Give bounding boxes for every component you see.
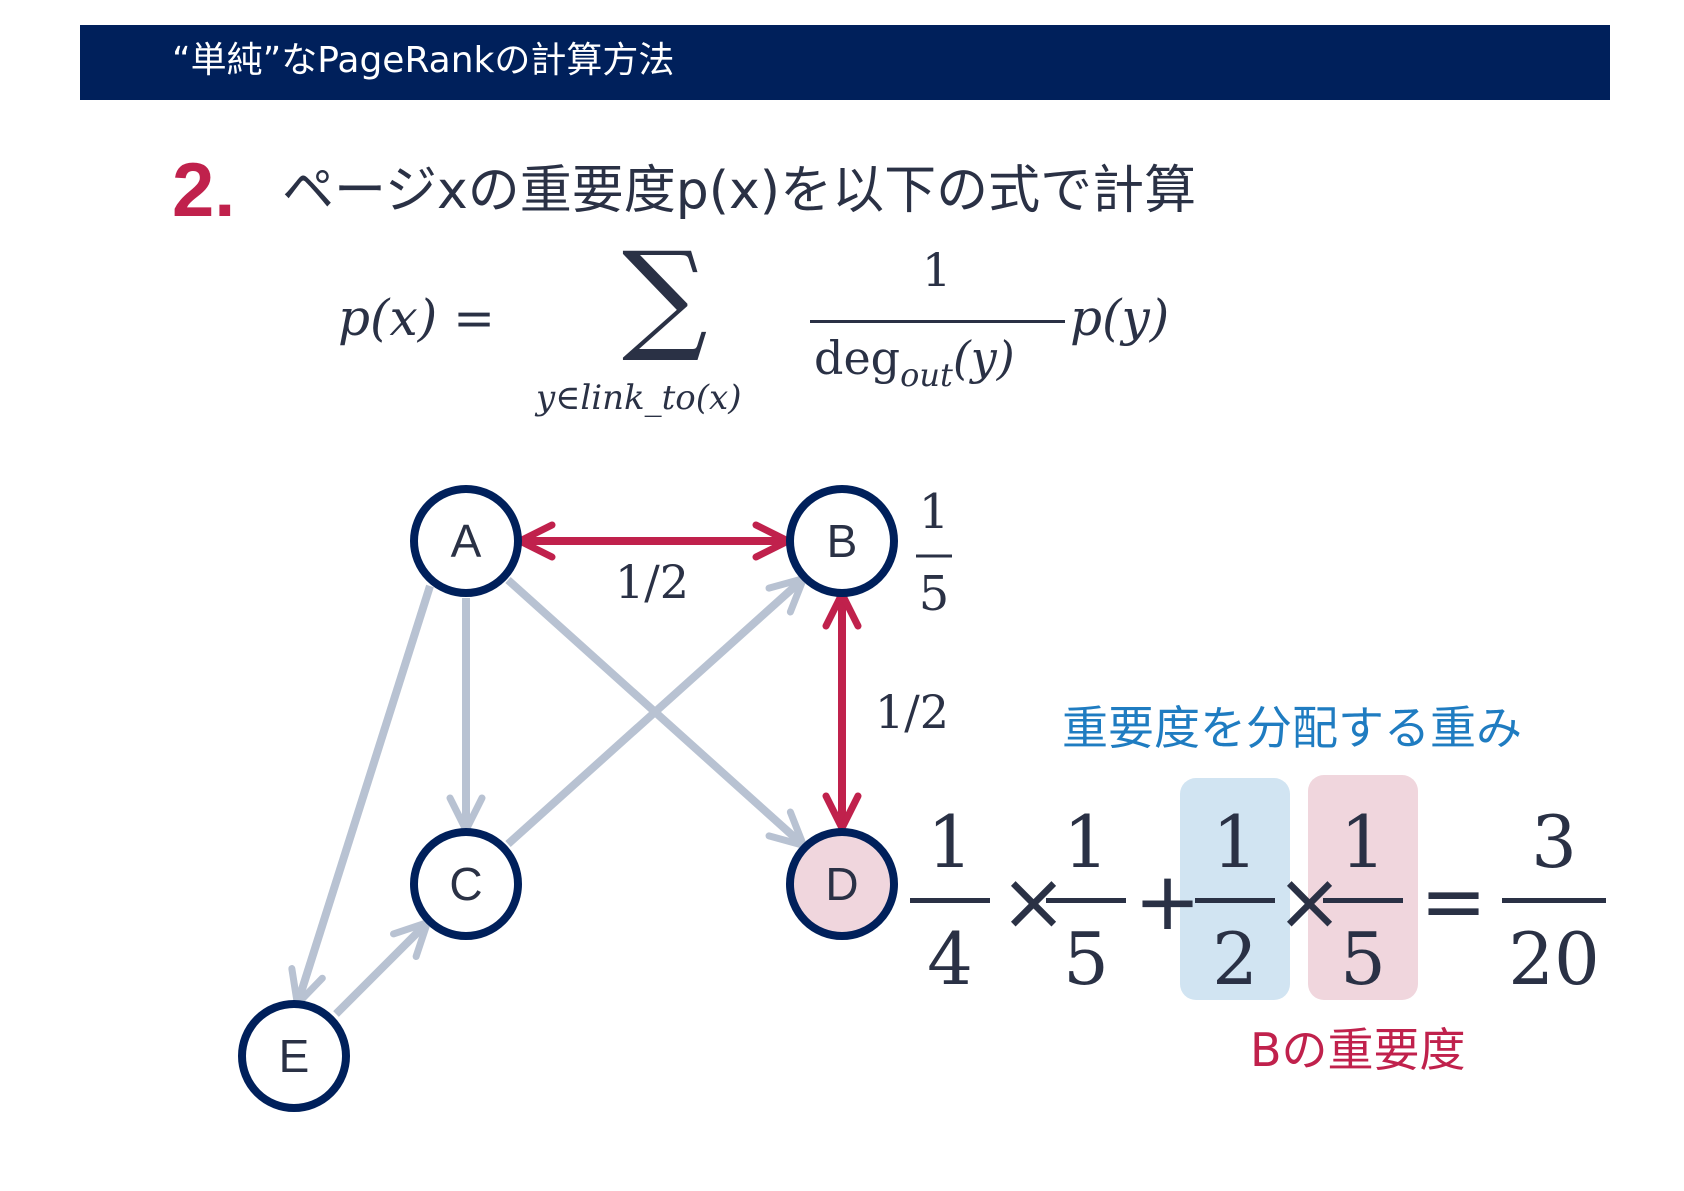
term-1-fraction: 1 4 xyxy=(910,800,990,1001)
slide-title: “単純”なPageRankの計算方法 xyxy=(172,40,675,81)
node-d: D xyxy=(786,828,898,940)
node-e: E xyxy=(238,1000,350,1112)
b-value-numerator: 1 xyxy=(919,484,950,540)
weight-highlight xyxy=(1180,778,1290,1000)
formula-fraction-numerator: 1 xyxy=(922,243,952,297)
summation-subscript: y∈link_to(x) xyxy=(536,378,742,418)
term-3-denominator: 2 xyxy=(1212,917,1258,1001)
b-value-fraction: 1 5 xyxy=(916,484,952,622)
term-4-denominator: 5 xyxy=(1340,917,1386,1001)
term-2-fraction: 1 5 xyxy=(1046,800,1126,1001)
node-label-d: D xyxy=(825,858,858,910)
term-3-bar xyxy=(1195,898,1275,903)
term-1-denominator: 4 xyxy=(927,917,973,1001)
summation-symbol: ∑ xyxy=(622,227,708,366)
result-numerator: 3 xyxy=(1531,800,1577,884)
step-number: 2. xyxy=(172,148,236,233)
node-a: A xyxy=(410,485,522,597)
weight-label: 重要度を分配する重み xyxy=(1062,701,1522,755)
importance-label: Bの重要度 xyxy=(1250,1023,1466,1077)
formula-fraction-bar xyxy=(810,320,1065,323)
term-4-fraction: 1 5 xyxy=(1323,800,1403,1001)
edge-label-b-d: 1/2 xyxy=(875,685,949,739)
formula-fraction-denominator: degout(y) xyxy=(814,330,1015,403)
node-c: C xyxy=(410,828,522,940)
term-4-bar xyxy=(1323,898,1403,903)
formula-rhs: p(y) xyxy=(1070,289,1170,347)
deg-argument: (y) xyxy=(952,331,1015,385)
term-3-fraction: 1 2 xyxy=(1195,800,1275,1001)
term-2-numerator: 1 xyxy=(1063,800,1109,884)
edge-e-c xyxy=(333,919,431,1017)
term-3-numerator: 1 xyxy=(1212,800,1258,884)
b-value-denominator: 5 xyxy=(919,566,950,622)
node-label-e: E xyxy=(279,1030,310,1082)
edge-label-a-b: 1/2 xyxy=(615,555,689,609)
header-bar: “単純”なPageRankの計算方法 xyxy=(80,25,1610,100)
node-label-a: A xyxy=(451,515,482,567)
deg-subscript: out xyxy=(900,356,953,394)
formula-lhs: p(x) = xyxy=(338,289,496,347)
result-fraction: 3 20 xyxy=(1502,800,1606,1001)
plus-operator: + xyxy=(1134,855,1202,948)
term-1-numerator: 1 xyxy=(927,800,973,884)
result-denominator: 20 xyxy=(1508,917,1600,1001)
edge-c-b xyxy=(505,575,807,847)
result-bar xyxy=(1502,898,1606,903)
term-2-bar xyxy=(1046,898,1126,903)
term-2-denominator: 5 xyxy=(1063,917,1109,1001)
step-description: ページxの重要度p(x)を以下の式で計算 xyxy=(282,161,1197,221)
deg-text: deg xyxy=(814,331,901,385)
importance-highlight xyxy=(1308,775,1418,1000)
term-1-bar xyxy=(910,898,990,903)
node-label-c: C xyxy=(449,858,482,910)
node-b: B xyxy=(786,485,898,597)
node-label-b: B xyxy=(827,515,858,567)
equals-operator: = xyxy=(1420,855,1488,948)
term-4-numerator: 1 xyxy=(1340,800,1386,884)
edge-a-e xyxy=(288,584,434,1008)
